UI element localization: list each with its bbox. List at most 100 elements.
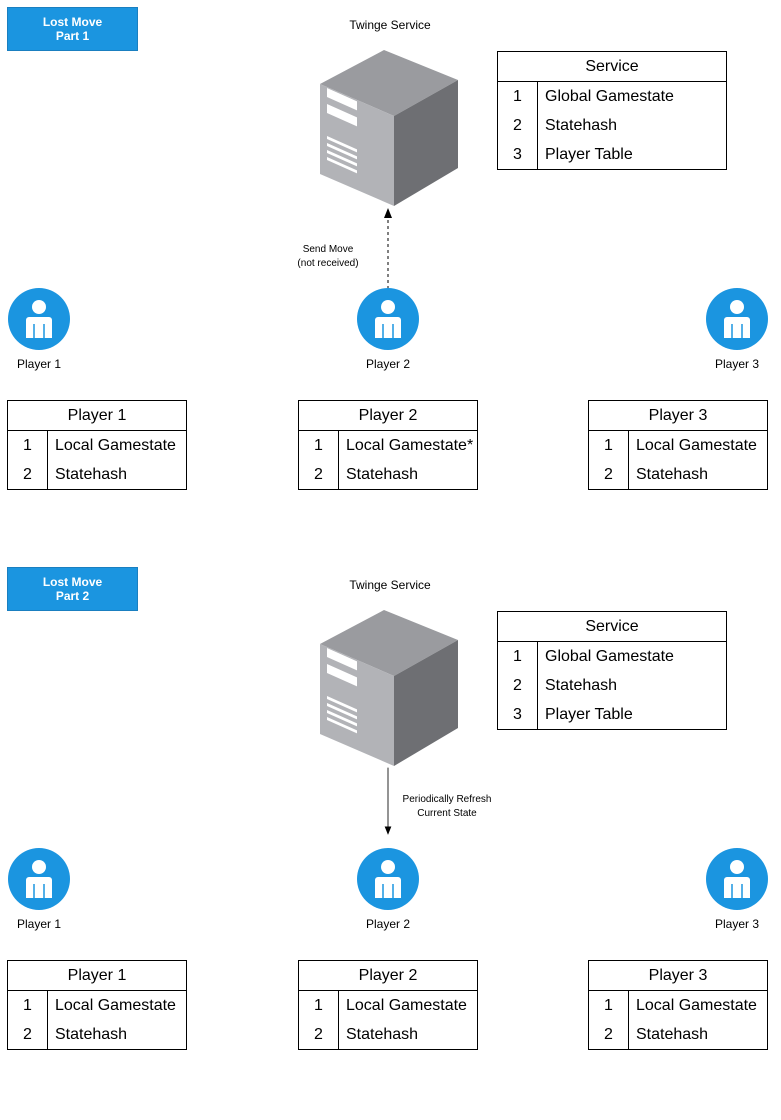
row-number: 1 [497,81,538,111]
user-icon [8,848,70,910]
table-header: Player 3 [588,400,768,431]
badge-line: Lost Move [42,575,103,589]
row-number: 1 [497,641,538,671]
row-number: 2 [298,460,339,490]
row-number: 2 [497,671,538,700]
player-name: Player 3 [714,357,760,371]
table-header: Player 1 [7,400,187,431]
player-name: Player 3 [714,917,760,931]
row-text: Local Gamestate [47,430,187,460]
row-text: Statehash [628,1020,768,1050]
badge-line: Lost Move [42,15,103,29]
table-header: Player 2 [298,960,478,991]
arrow-down-solid-icon [384,767,392,835]
row-text: Global Gamestate [537,641,727,671]
row-text: Local Gamestate [628,430,768,460]
table-header: Player 3 [588,960,768,991]
row-text: Statehash [537,671,727,700]
arrow-label: Periodically Refresh Current State [388,793,506,821]
arrow-label-line: Current State [417,808,477,819]
part-badge: Lost Move Part 2 [7,567,138,611]
row-text: Statehash [47,1020,187,1050]
row-number: 1 [588,430,629,460]
row-number: 2 [7,460,48,490]
row-number: 2 [588,1020,629,1050]
row-text: Local Gamestate [47,990,187,1020]
row-text: Statehash [47,460,187,490]
arrow-label: Send Move (not received) [276,243,380,271]
badge-line: Part 1 [55,29,90,43]
arrow-label-line: Send Move [302,244,354,255]
user-icon [706,288,768,350]
row-text: Local Gamestate [628,990,768,1020]
row-number: 3 [497,140,538,170]
service-label: Twinge Service [349,578,431,592]
row-text: Statehash [338,1020,478,1050]
table-header: Service [497,51,727,82]
row-number: 3 [497,700,538,730]
server-icon [320,610,458,766]
row-text: Player Table [537,140,727,170]
row-text: Local Gamestate* [338,430,478,460]
table-header: Service [497,611,727,642]
user-icon [357,288,419,350]
row-number: 2 [497,111,538,140]
player-name: Player 1 [16,917,62,931]
row-number: 2 [588,460,629,490]
player-name: Player 2 [365,357,411,371]
player-name: Player 2 [365,917,411,931]
row-number: 1 [298,430,339,460]
row-text: Statehash [628,460,768,490]
user-icon [8,288,70,350]
panel-part-2: Lost Move Part 2 Twinge Service Periodic… [0,560,781,1120]
row-text: Local Gamestate [338,990,478,1020]
arrow-label-line: Periodically Refresh [402,794,492,805]
server-icon [320,50,458,206]
panel-part-1: Lost Move Part 1 Twinge Service Send Mov… [7,7,768,490]
player-name: Player 1 [16,357,62,371]
row-number: 2 [7,1020,48,1050]
row-text: Player Table [537,700,727,730]
user-icon [706,848,768,910]
row-text: Statehash [338,460,478,490]
table-header: Player 1 [7,960,187,991]
row-number: 2 [298,1020,339,1050]
row-number: 1 [7,990,48,1020]
part-badge: Lost Move Part 1 [7,7,138,51]
badge-line: Part 2 [55,589,90,603]
row-text: Global Gamestate [537,81,727,111]
service-label: Twinge Service [349,18,431,32]
table-header: Player 2 [298,400,478,431]
user-icon [357,848,419,910]
row-text: Statehash [537,111,727,140]
row-number: 1 [298,990,339,1020]
row-number: 1 [588,990,629,1020]
arrow-up-dashed-icon [384,208,392,298]
row-number: 1 [7,430,48,460]
